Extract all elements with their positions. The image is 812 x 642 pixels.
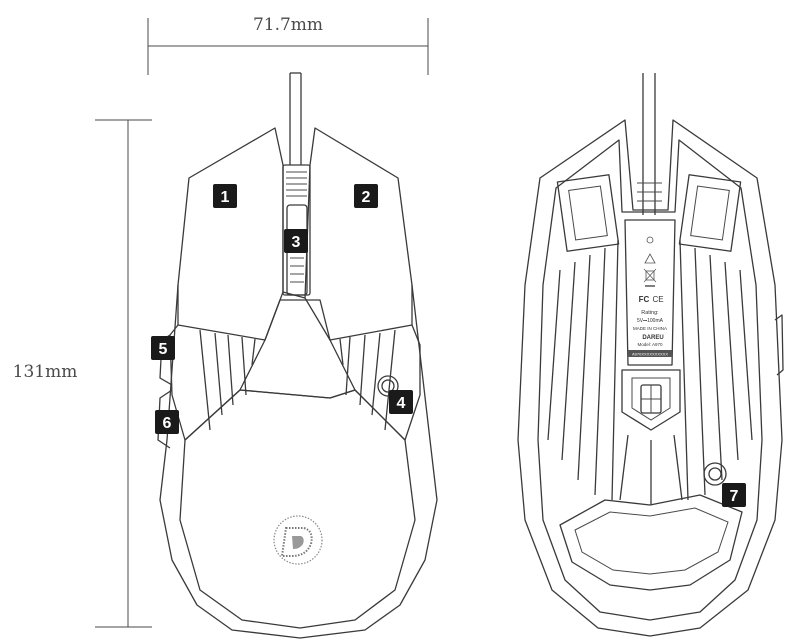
bottom-left-ribs — [547, 239, 619, 501]
width-label: 71.7mm — [253, 15, 323, 35]
ce-mark: CE — [652, 295, 663, 304]
callout-3: 3 — [284, 229, 308, 253]
palm-rest — [179, 389, 416, 629]
skate-front-left — [556, 174, 620, 252]
cable-top — [289, 72, 302, 165]
mouse-bottom-view: FC CE Rating: 5V⎓100mA MADE IN CHINA DAR… — [517, 73, 784, 637]
callout-2: 2 — [354, 184, 378, 208]
svg-text:2: 2 — [362, 189, 371, 206]
dpi-button — [377, 375, 399, 397]
width-dimension: 71.7mm — [147, 15, 429, 75]
skate-rear — [559, 494, 743, 591]
model-text: Model: A970 — [637, 342, 663, 347]
callout-7: 7 — [722, 483, 746, 507]
warning-icon — [644, 253, 656, 264]
dareu-logo-icon — [273, 515, 323, 565]
callout-5: 5 — [151, 336, 175, 360]
origin-text: MADE IN CHINA — [633, 326, 667, 331]
callout-4: 4 — [389, 390, 413, 414]
right-rib-panel — [339, 324, 421, 441]
svg-text:6: 6 — [163, 415, 172, 432]
sensor-window — [621, 369, 681, 431]
callout-6: 6 — [155, 410, 179, 434]
length-dimension: 131mm — [13, 119, 152, 628]
mouse-top-view — [157, 72, 438, 639]
serial-text: A970XXXXXXXXXX — [632, 352, 668, 357]
svg-text:3: 3 — [292, 234, 301, 251]
power-switch-icon — [703, 462, 727, 486]
cable-bottom — [637, 73, 662, 215]
brand-text: DAREU — [642, 335, 663, 341]
recycle-bin-icon — [643, 268, 657, 287]
rating-title: Rating: — [641, 310, 659, 316]
label-panel — [624, 219, 676, 366]
mouse-bottom-body — [517, 119, 783, 637]
skate-front-right — [678, 174, 742, 252]
left-rib-panel — [169, 324, 256, 441]
bottom-right-ribs — [679, 239, 753, 501]
label-content: FC CE Rating: 5V⎓100mA MADE IN CHINA DAR… — [628, 236, 672, 357]
svg-text:1: 1 — [221, 189, 230, 206]
svg-text:4: 4 — [397, 395, 406, 412]
callout-1: 1 — [213, 184, 237, 208]
port-icon — [646, 236, 654, 244]
svg-text:7: 7 — [730, 488, 739, 505]
svg-text:5: 5 — [159, 341, 168, 358]
length-label: 131mm — [13, 362, 78, 382]
rating-value: 5V⎓100mA — [637, 318, 664, 324]
fcc-mark: FC — [639, 295, 650, 304]
